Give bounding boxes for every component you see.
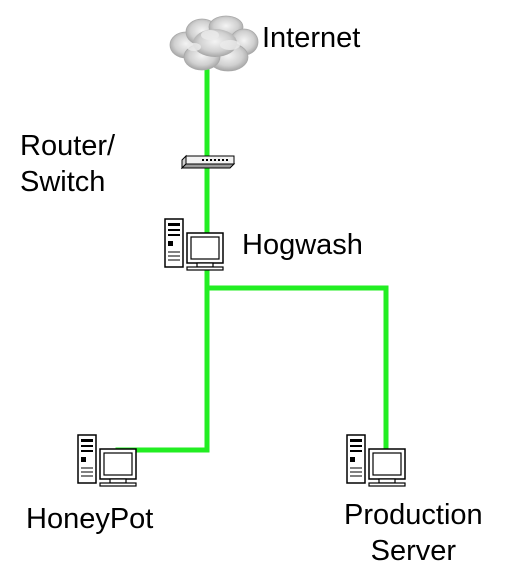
production-server-label: Production Server <box>344 497 483 569</box>
router-switch-icon <box>180 154 236 170</box>
cloud-icon <box>169 15 259 72</box>
tower-icon <box>164 218 184 268</box>
router-label-line1: Router/ <box>20 130 116 162</box>
monitor-icon <box>99 448 137 487</box>
internet-label: Internet <box>262 22 361 54</box>
monitor-icon <box>368 448 406 487</box>
link-trunk-production <box>204 285 389 450</box>
router-switch-label: Router/ Switch <box>20 128 115 200</box>
hogwash-label: Hogwash <box>242 229 363 261</box>
tower-icon <box>346 434 366 484</box>
production-label-line1: Production <box>344 499 483 531</box>
honeypot-label: HoneyPot <box>26 503 154 535</box>
hogwash-computer-icon <box>164 218 224 271</box>
honeypot-computer-icon <box>77 434 137 487</box>
router-label-line2: Switch <box>20 166 106 198</box>
production-label-line2: Server <box>370 535 457 567</box>
production-computer-icon <box>346 434 406 487</box>
tower-icon <box>77 434 97 484</box>
monitor-icon <box>186 232 224 271</box>
